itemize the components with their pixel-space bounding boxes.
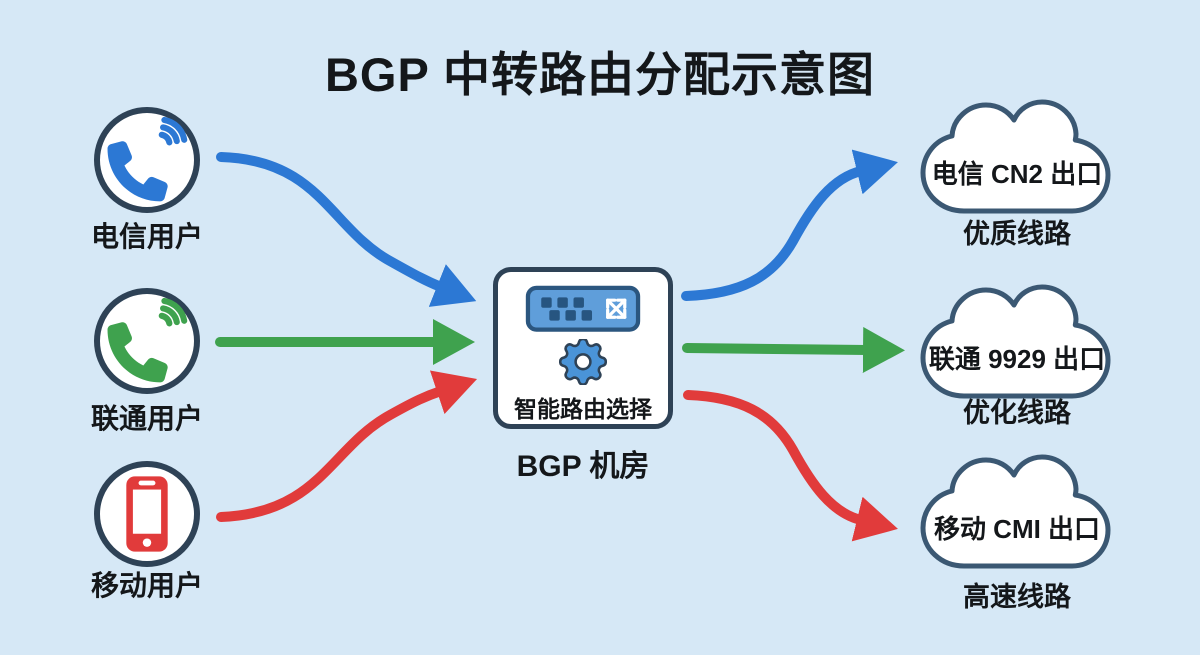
arrow-hub-to-9929 — [682, 326, 905, 373]
sublabel-premium-line: 优质线路 — [963, 219, 1071, 249]
arrow-hub-to-cn2 — [681, 149, 898, 301]
gear-icon — [559, 339, 607, 385]
label-mobile-cmi-exit: 移动 CMI 出口 — [933, 514, 1101, 544]
arrow-hub-to-cmi — [683, 390, 898, 542]
node-unicom-user — [94, 288, 200, 394]
label-mobile-user: 移动用户 — [90, 570, 203, 601]
phone-icon — [107, 116, 188, 202]
label-unicom-user: 联通用户 — [90, 403, 203, 434]
label-telecom-cn2-exit: 电信 CN2 出口 — [931, 159, 1103, 189]
cloud-icon — [920, 99, 1111, 214]
node-mobile-cmi-exit: 移动 CMI 出口 — [912, 450, 1122, 572]
node-mobile-user — [94, 461, 200, 567]
sublabel-highspeed-line: 高速线路 — [963, 582, 1071, 612]
label-unicom-9929-exit: 联通 9929 出口 — [928, 344, 1106, 374]
label-bgp-room: BGP 机房 — [516, 450, 650, 483]
node-telecom-user — [94, 107, 200, 213]
phone-icon — [107, 297, 188, 383]
label-telecom-user: 电信用户 — [90, 221, 203, 252]
smartphone-icon — [126, 476, 168, 552]
sublabel-optimized-line: 优化线路 — [963, 398, 1071, 428]
cloud-icon — [920, 454, 1111, 569]
router-icon — [525, 285, 641, 332]
node-unicom-9929-exit: 联通 9929 出口 — [912, 280, 1122, 402]
page-title: BGP 中转路由分配示意图 — [324, 48, 876, 101]
node-telecom-cn2-exit: 电信 CN2 出口 — [912, 95, 1122, 217]
node-bgp-hub: 智能路由选择 — [493, 267, 673, 429]
expand-arrows-icon — [606, 298, 627, 319]
cloud-icon — [920, 284, 1111, 399]
hub-caption: 智能路由选择 — [514, 396, 652, 422]
